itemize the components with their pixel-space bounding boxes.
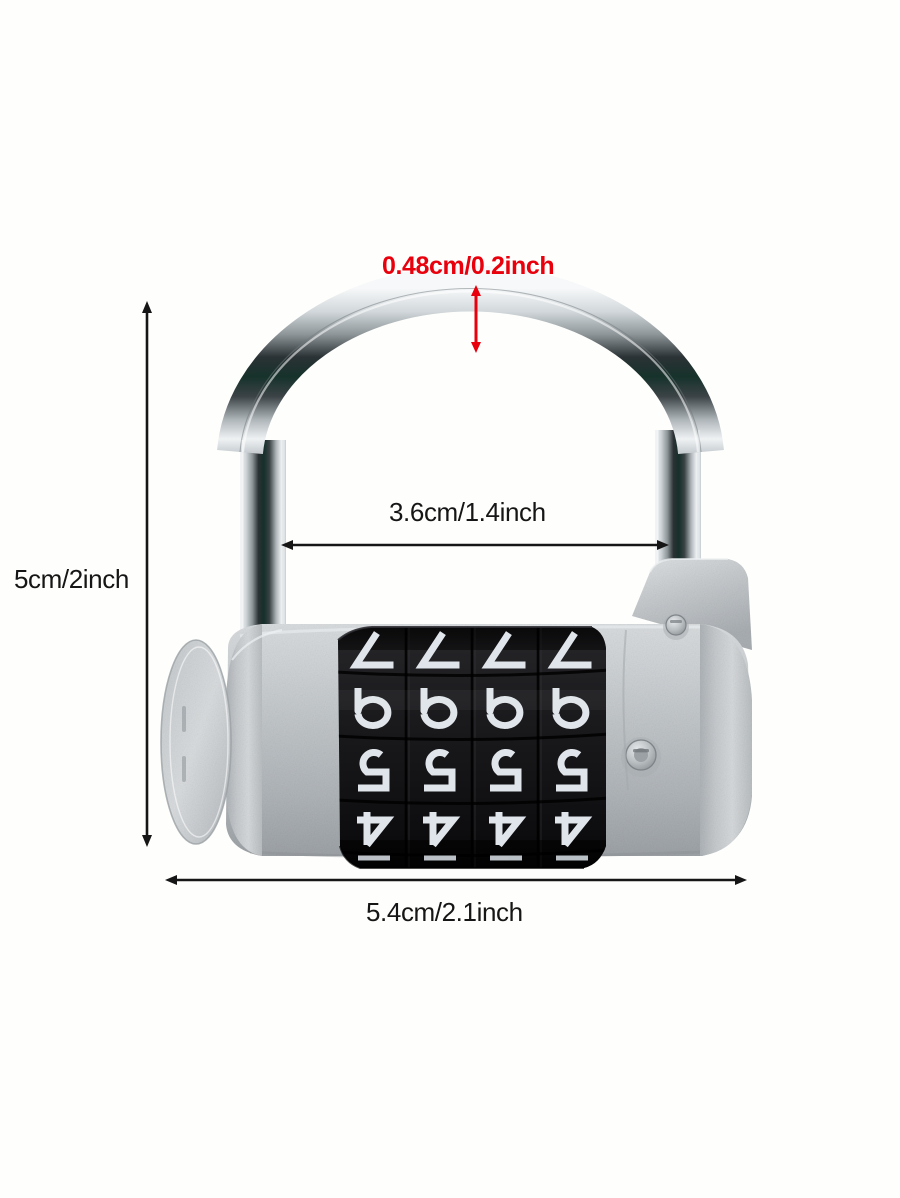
dial-row-4 — [357, 812, 593, 848]
combination-dials[interactable] — [330, 620, 615, 875]
left-cap-face — [161, 640, 231, 844]
screw-lower — [621, 737, 661, 777]
dial-row-2 — [354, 688, 590, 729]
inner-width-label: 3.6cm/1.4inch — [389, 497, 546, 527]
dial-row-1 — [349, 631, 592, 669]
overall-width-label: 5.4cm/2.1inch — [366, 897, 523, 927]
right-end-cap — [700, 624, 752, 856]
height-label: 5cm/2inch — [14, 564, 129, 594]
shackle — [217, 265, 724, 662]
left-end-cap — [226, 624, 262, 856]
screw-upper — [663, 614, 689, 640]
thickness-label: 0.48cm/0.2inch — [382, 252, 555, 280]
shackle-housing — [632, 559, 752, 650]
dial-row-3 — [358, 749, 588, 792]
